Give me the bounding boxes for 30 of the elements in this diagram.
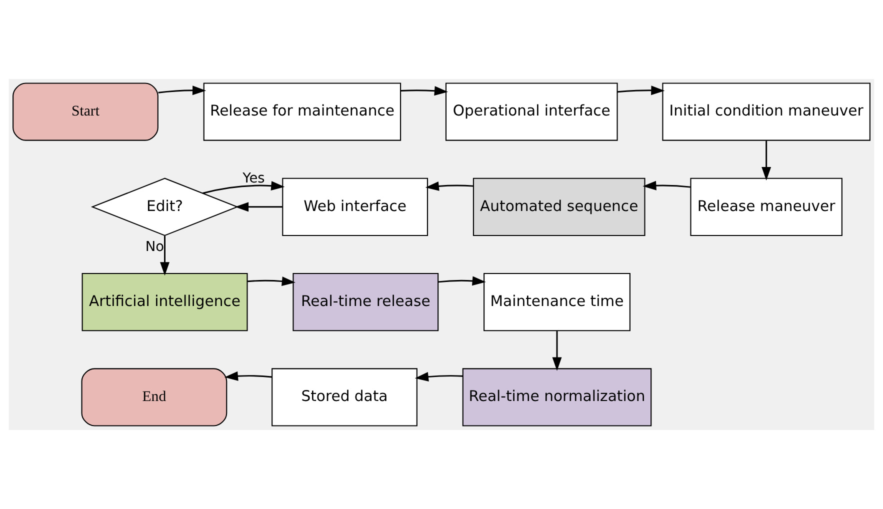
node-box: Real-time normalization: [462, 368, 652, 426]
arrow: [414, 372, 463, 382]
arrow: [158, 86, 206, 96]
node-box: Release for maintenance: [203, 82, 402, 141]
node-box: End: [81, 368, 228, 426]
edge-label: No: [145, 238, 164, 255]
arrow: [248, 276, 296, 286]
node-diamond: Edit?: [90, 178, 239, 236]
node-box: Stored data: [272, 368, 418, 426]
edge-label: Yes: [242, 170, 265, 186]
node-box: Release maneuver: [690, 178, 842, 236]
arrow: [617, 86, 665, 96]
arrow: [235, 202, 282, 212]
node-box: Start: [12, 82, 158, 141]
arrow: [642, 180, 691, 190]
node-box: Web interface: [282, 178, 428, 236]
arrow: [552, 331, 562, 371]
node-box: Maintenance time: [484, 273, 630, 332]
arrow: [762, 140, 772, 181]
node-box: Real-time release: [292, 273, 439, 332]
arrow: [438, 276, 486, 286]
node-box: Operational interface: [445, 82, 618, 141]
arrow: [224, 371, 272, 381]
arrow: [425, 181, 474, 191]
node-box: Artificial intelligence: [82, 273, 248, 332]
node-box: Automated sequence: [472, 178, 646, 236]
arrow: [160, 236, 170, 276]
arrow: [202, 181, 285, 194]
node-box: Initial condition maneuver: [662, 82, 870, 141]
arrow: [400, 86, 448, 96]
